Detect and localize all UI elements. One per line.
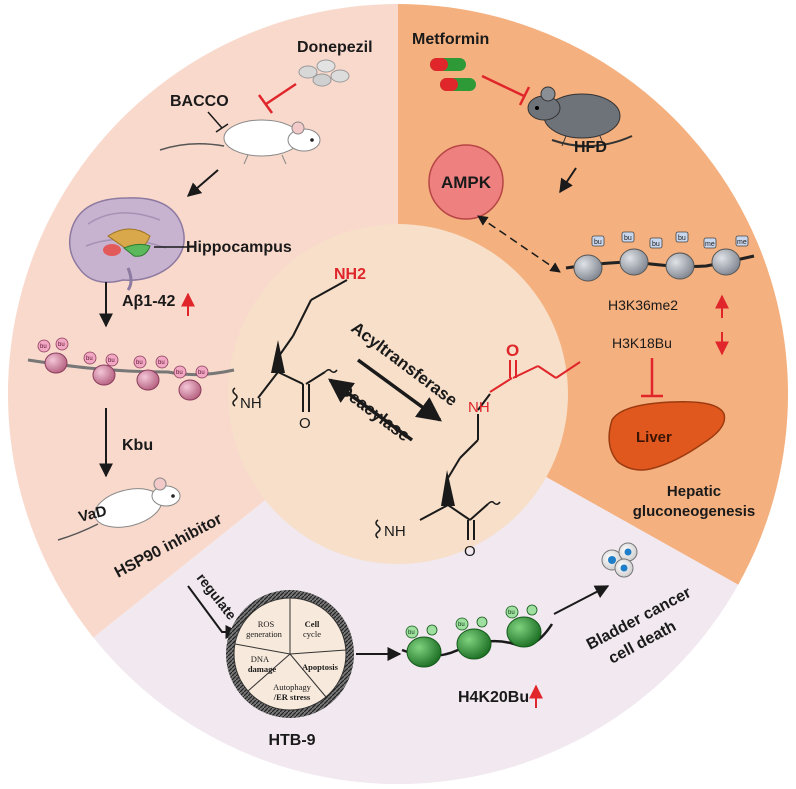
mark-h3k36me2: H3K36me2 xyxy=(608,297,678,313)
nucleosome-strand-green: bu bu bu xyxy=(401,604,554,668)
mouse-white-icon xyxy=(159,119,321,165)
lysine-o-label: O xyxy=(299,415,311,432)
sector-vascular-dementia xyxy=(7,3,398,638)
svg-text:bu: bu xyxy=(624,235,632,242)
modification-kbu: Kbu xyxy=(122,437,153,454)
arrow-hfd-to-chromatin xyxy=(559,167,577,194)
amine-label: NH2 xyxy=(334,266,366,283)
svg-text:bu: bu xyxy=(108,358,115,364)
outcome-gluconeogenesis: gluconeogenesis xyxy=(633,503,756,520)
dying-cells-icon xyxy=(601,542,638,578)
mouse-vad-icon xyxy=(57,477,181,541)
pills-icon xyxy=(298,59,350,87)
svg-text:bu: bu xyxy=(86,356,93,362)
disease-vad: VaD xyxy=(77,502,109,525)
reversible-arrows xyxy=(328,358,442,442)
svg-text:bu: bu xyxy=(594,239,602,246)
svg-text:me: me xyxy=(705,241,715,248)
svg-text:bu: bu xyxy=(40,344,47,350)
hub-ros-1: ROS xyxy=(258,619,275,629)
arrow-mouse-to-brain xyxy=(186,169,219,197)
region-hippocampus: Hippocampus xyxy=(186,239,292,256)
svg-text:bu: bu xyxy=(508,610,515,616)
outcome-hepatic: Hepatic xyxy=(667,483,721,500)
butyryl-lysine-structure xyxy=(375,393,501,540)
h3k18bu-inhibit-liver xyxy=(641,358,663,398)
metformin-inhibit-arrow xyxy=(481,74,531,106)
product-nh-label: NH xyxy=(384,523,406,540)
marker-abeta: Aβ1-42 xyxy=(122,293,175,310)
kinase-ampk: AMPK xyxy=(441,173,492,192)
brain-icon xyxy=(68,197,185,291)
svg-text:bu: bu xyxy=(176,370,183,376)
svg-text:bu: bu xyxy=(136,360,143,366)
drug-donepezil: Donepezil xyxy=(297,39,373,56)
hub-dna-1: DNA xyxy=(251,654,270,664)
hub-dna-2: damage xyxy=(248,664,277,674)
hub-cell-1: Cell xyxy=(305,619,320,629)
hub-ros-2: generation xyxy=(246,629,283,639)
organ-liver: Liver xyxy=(636,429,672,446)
lysine-nh-label: NH xyxy=(240,395,262,412)
svg-text:bu: bu xyxy=(158,360,165,366)
center-circle xyxy=(228,224,568,564)
ampk-chromatin-link xyxy=(477,215,561,273)
ampk-circle xyxy=(428,144,504,220)
svg-text:bu: bu xyxy=(678,235,686,242)
bacco-inhibit-line xyxy=(207,111,229,133)
cell-line-htb9: HTB-9 xyxy=(268,732,315,749)
hub-autophagy-2: /ER stress xyxy=(273,692,311,702)
butyryl-nh-label: NH xyxy=(468,399,490,416)
svg-text:bu: bu xyxy=(458,622,465,628)
mouse-gray-icon xyxy=(527,86,633,148)
drug-metformin: Metformin xyxy=(412,31,489,48)
hub-cell-2: cycle xyxy=(303,629,321,639)
liver-icon xyxy=(608,401,726,471)
hub-apoptosis: Apoptosis xyxy=(302,662,339,672)
butyryl-group xyxy=(489,360,581,393)
nucleosome-strand-gray: bu bu bu bu me me xyxy=(565,231,755,282)
model-hfd: HFD xyxy=(574,139,607,156)
hub-autophagy-1: Autophagy xyxy=(273,682,312,692)
arrow-chromatin-to-death xyxy=(553,585,610,615)
svg-text:bu: bu xyxy=(408,630,415,636)
inhibitor-bacco: BACCO xyxy=(170,93,229,110)
svg-text:me: me xyxy=(737,239,747,246)
product-o-label: O xyxy=(464,543,476,560)
donepezil-inhibit-arrow xyxy=(257,82,297,114)
mark-h3k18bu: H3K18Bu xyxy=(612,335,672,351)
lysine-structure xyxy=(232,279,348,412)
svg-text:bu: bu xyxy=(652,241,660,248)
svg-text:bu: bu xyxy=(198,370,205,376)
mark-h4k20bu: H4K20Bu xyxy=(458,689,529,706)
htb9-cell-hub xyxy=(226,590,354,718)
capsules-icon xyxy=(430,58,476,91)
hub-labels: ROS generation Cell cycle Apoptosis DNA … xyxy=(246,619,339,702)
nucleosome-strand-pink: bu bu bu bu bu bu bu bu xyxy=(27,337,235,401)
svg-text:bu: bu xyxy=(58,342,65,348)
butyryl-o-label: O xyxy=(506,341,519,360)
